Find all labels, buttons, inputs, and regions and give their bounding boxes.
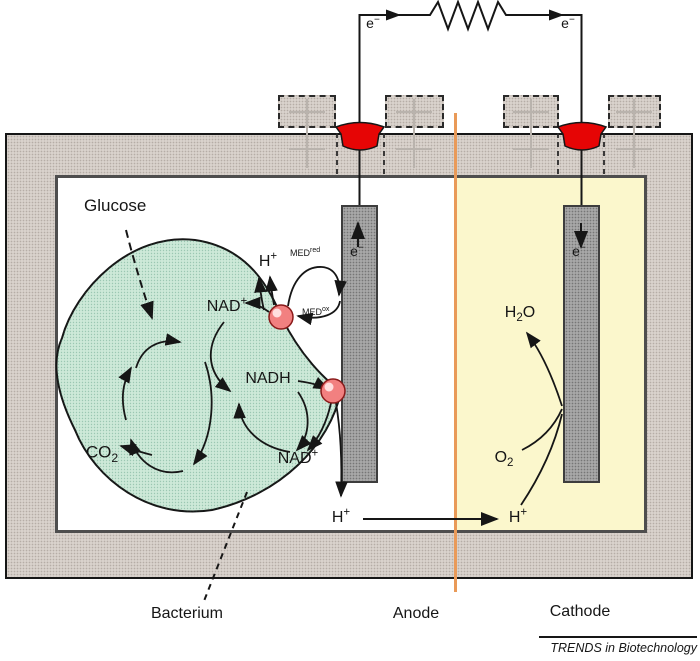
label-med-ox: MEDox xyxy=(302,306,330,317)
label-h-plus-mediator: H+ xyxy=(258,250,278,270)
cathode-electrode xyxy=(563,205,600,483)
anode-electrode xyxy=(341,205,378,483)
label-h-plus-anode: H+ xyxy=(331,506,351,526)
label-med-red: MEDred xyxy=(290,247,321,258)
label-nad-plus-upper: NAD+ xyxy=(206,295,248,315)
proton-exchange-membrane xyxy=(454,113,457,592)
label-bacterium: Bacterium xyxy=(150,605,224,622)
label-e-minus-wire-right: e− xyxy=(561,14,575,31)
label-e-minus-cathode: e− xyxy=(572,242,586,259)
label-h-plus-cathode: H+ xyxy=(508,506,528,526)
lid-block xyxy=(503,95,559,128)
label-nadh: NADH xyxy=(245,370,291,387)
label-co2: CO2 xyxy=(85,442,119,465)
label-e-minus-anode: e− xyxy=(350,242,364,259)
label-e-minus-wire-left: e− xyxy=(366,14,380,31)
lid-block xyxy=(278,95,336,128)
label-cathode: Cathode xyxy=(549,603,611,620)
label-anode: Anode xyxy=(392,605,440,622)
label-nad-plus-lower: NAD+ xyxy=(277,447,319,467)
label-glucose: Glucose xyxy=(84,196,147,215)
journal-caption: TRENDS in Biotechnology xyxy=(539,636,697,655)
lid-block xyxy=(385,95,444,128)
label-h2o: H2O xyxy=(504,304,536,325)
label-o2: O2 xyxy=(494,449,514,470)
lid-block xyxy=(608,95,661,128)
